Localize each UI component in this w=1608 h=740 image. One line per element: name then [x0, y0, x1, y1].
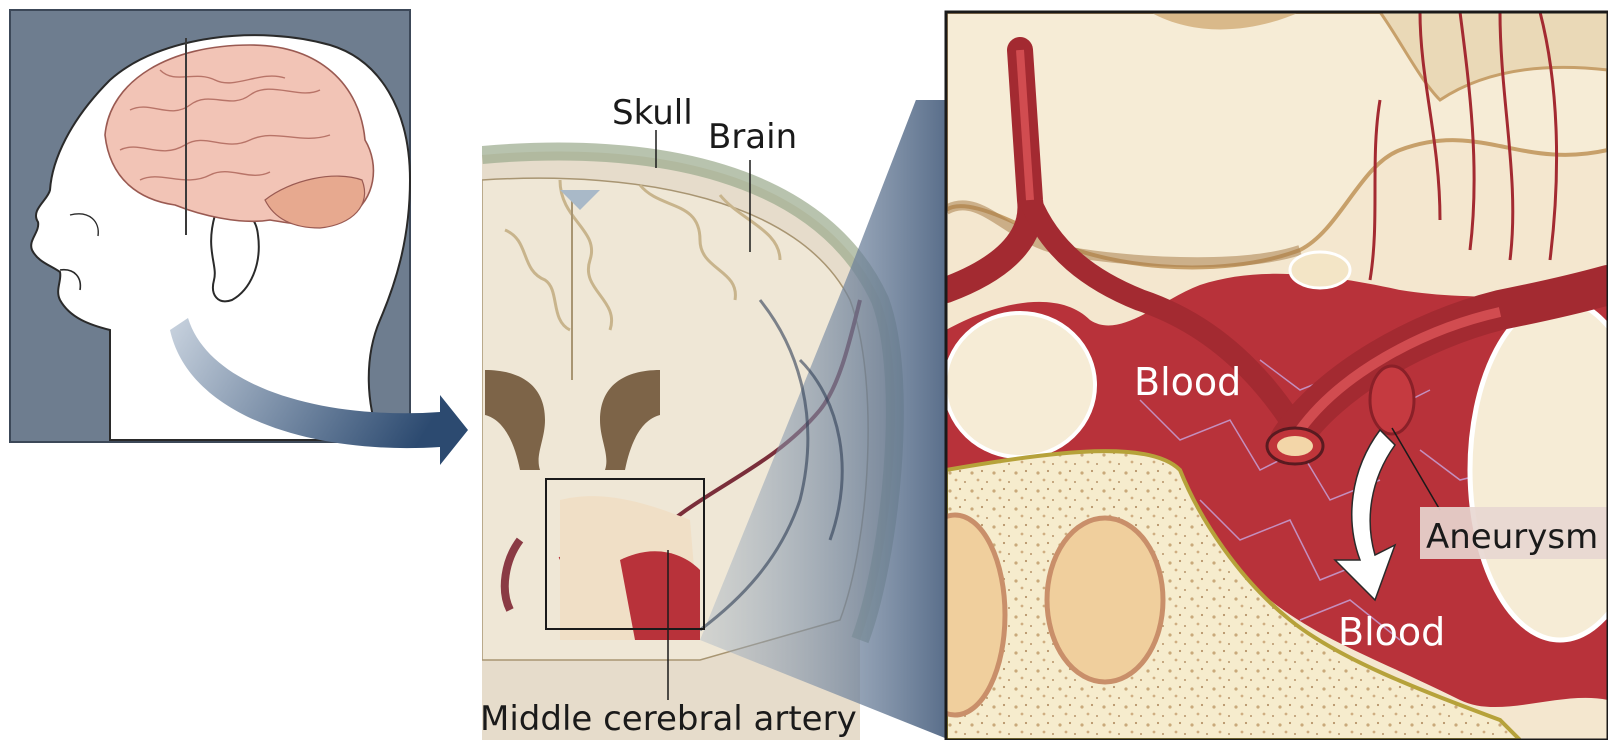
label-blood-upper: Blood	[1134, 360, 1241, 404]
aneurysm-sac	[1370, 366, 1414, 434]
label-aneurysm: Aneurysm	[1426, 517, 1598, 557]
label-brain: Brain	[708, 117, 797, 157]
label-blood-lower: Blood	[1338, 610, 1445, 654]
label-middle-cerebral-artery: Middle cerebral artery	[480, 699, 857, 739]
detail-panel	[905, 12, 1608, 740]
label-skull: Skull	[612, 93, 693, 133]
